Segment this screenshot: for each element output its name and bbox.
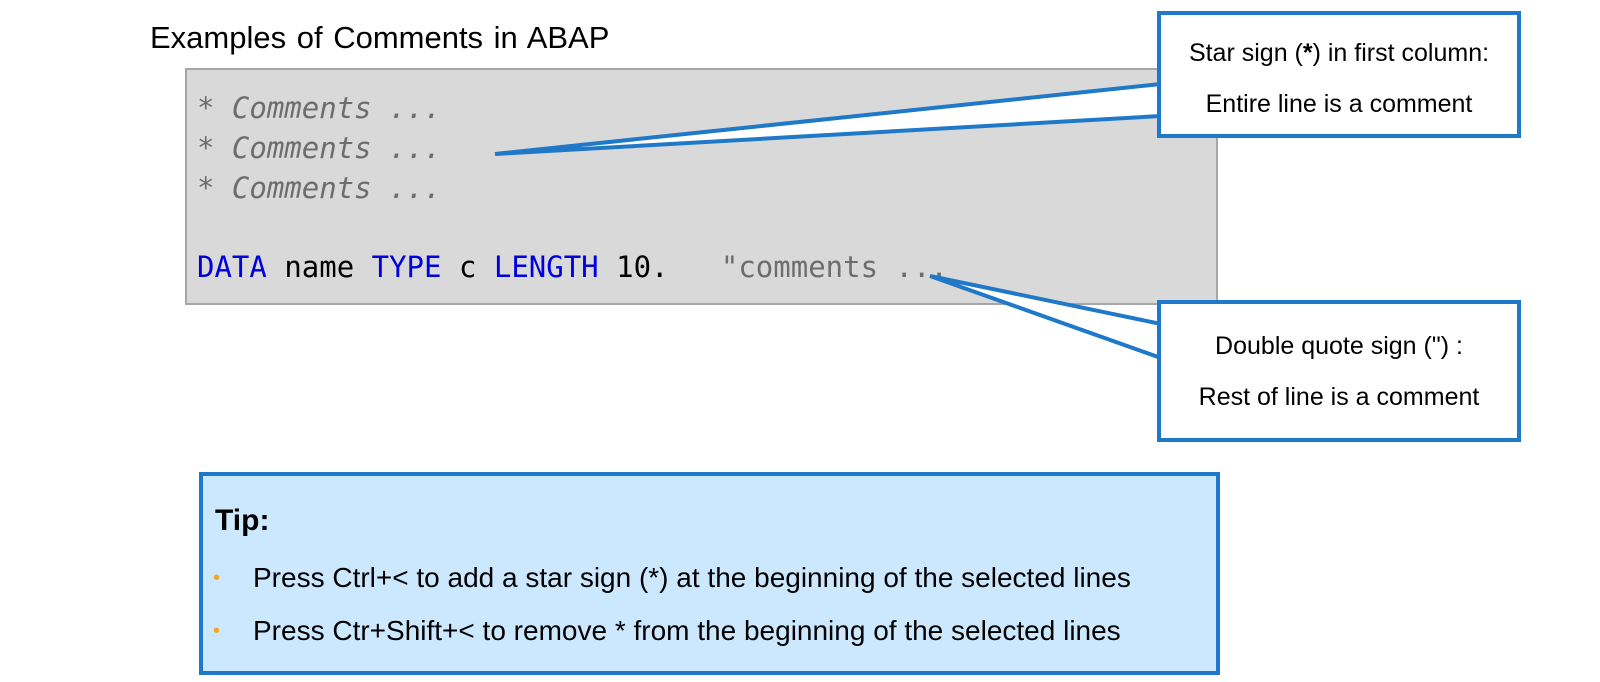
tip-item: • Press Ctrl+< to add a star sign (*) at… bbox=[203, 558, 1216, 598]
comment-line-3: * Comments ... bbox=[197, 171, 442, 205]
star-callout-line-2: Entire line is a comment bbox=[1205, 90, 1473, 118]
tip-item-text: Press Ctrl+< to add a star sign (*) at t… bbox=[253, 562, 1131, 593]
type-name: c bbox=[458, 250, 477, 284]
bullet-icon: • bbox=[213, 567, 221, 589]
keyword-length: LENGTH bbox=[493, 250, 599, 284]
tip-item: • Press Ctr+Shift+< to remove * from the… bbox=[203, 611, 1216, 651]
inline-comment: "comments ... bbox=[720, 250, 948, 284]
keyword-data: DATA bbox=[197, 250, 267, 284]
star-callout-line-1: Star sign (*) in first column: bbox=[1188, 39, 1490, 67]
comment-line-1: * Comments ... bbox=[197, 91, 442, 125]
comment-line-2: * Comments ... bbox=[197, 131, 442, 165]
star-sign-callout: Star sign (*) in first column: Entire li… bbox=[1157, 11, 1521, 138]
variable-name: name bbox=[284, 250, 355, 284]
page-title: Examples of Comments in ABAP bbox=[150, 20, 610, 55]
star-callout-pointer bbox=[494, 81, 1163, 156]
data-declaration-line: DATA name TYPE c LENGTH 10. "comments ..… bbox=[197, 253, 948, 282]
bullet-icon: • bbox=[213, 620, 221, 642]
quote-callout-pointer bbox=[929, 274, 1163, 361]
tip-item-text: Press Ctr+Shift+< to remove * from the b… bbox=[253, 615, 1121, 646]
double-quote-callout: Double quote sign (") : Rest of line is … bbox=[1157, 300, 1521, 442]
quote-callout-line-1: Double quote sign (") : bbox=[1215, 332, 1463, 360]
tip-box: Tip: • Press Ctrl+< to add a star sign (… bbox=[199, 472, 1220, 675]
length-value: 10. bbox=[616, 250, 669, 284]
keyword-type: TYPE bbox=[371, 250, 442, 284]
quote-callout-line-2: Rest of line is a comment bbox=[1198, 383, 1480, 411]
tip-title: Tip: bbox=[215, 504, 270, 537]
